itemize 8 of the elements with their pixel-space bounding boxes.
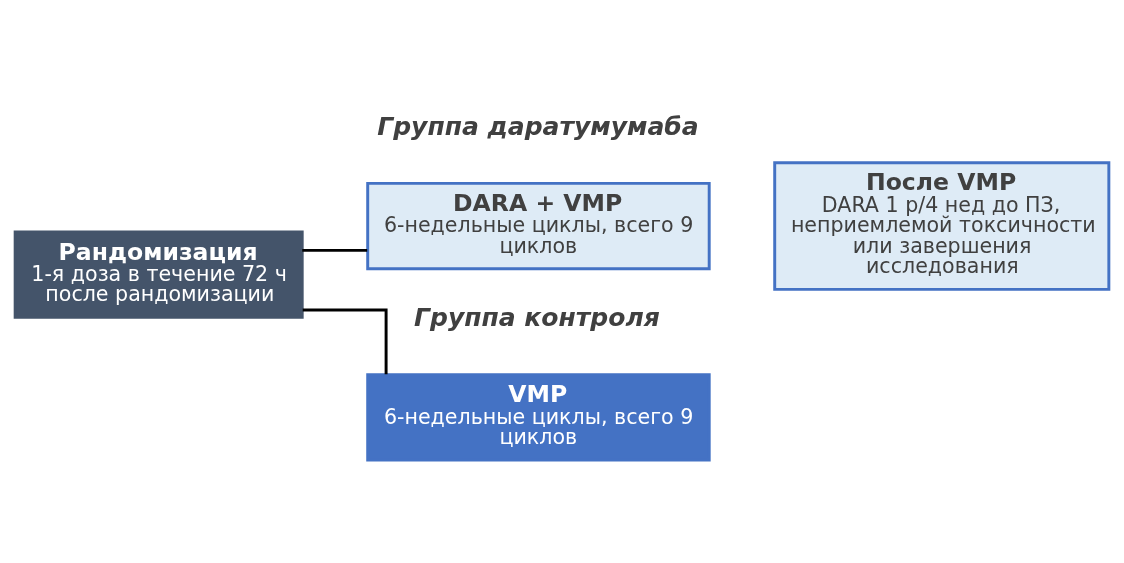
connector: [302, 308, 388, 374]
connector: [302, 248, 368, 252]
label: Группа контроля: [414, 302, 660, 332]
node-box: VMP 6-недельные циклы, всего 9 циклов: [366, 372, 711, 462]
label: Группа даратумумаба: [377, 111, 699, 141]
node-box: После VMP DARA 1 р/4 нед до ПЗ, неприемлемой токсичности или завершения исследования: [773, 160, 1111, 291]
node-box: Рандомизация 1-я доза в течение 72 ч после рандомизации: [13, 230, 304, 319]
node-box: DARA + VMP 6-недельные циклы, всего 9 циклов: [366, 181, 711, 270]
